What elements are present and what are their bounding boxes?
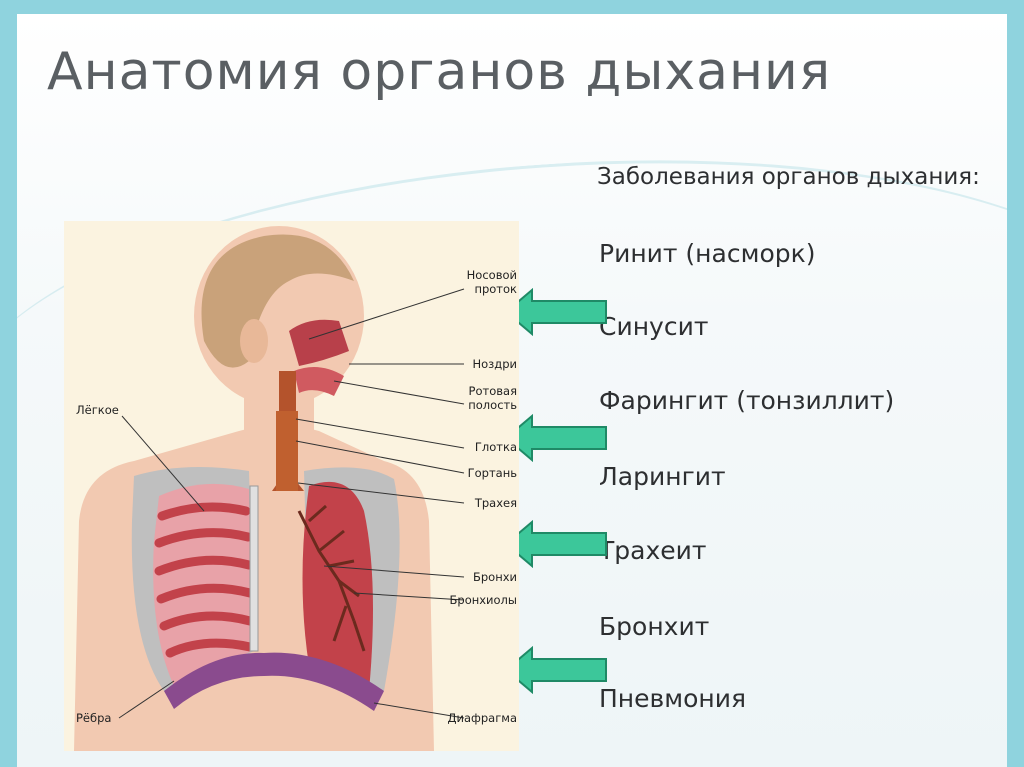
arrow-left-icon	[504, 288, 608, 336]
label-pharynx: Глотка	[462, 440, 517, 454]
arrow-left-icon	[504, 520, 608, 568]
label-lung: Лёгкое	[76, 403, 119, 417]
label-bronchi: Бронхи	[462, 570, 517, 584]
disease-rhinitis: Ринит (насморк)	[599, 239, 815, 268]
label-larynx: Гортань	[462, 466, 517, 480]
arrow-left-icon	[504, 646, 608, 694]
disease-tracheitis: Трахеит	[599, 536, 706, 565]
arrow-left-icon	[504, 414, 608, 462]
label-bronchioles: Бронхиолы	[444, 593, 517, 607]
diseases-heading: Заболевания органов дыхания:	[597, 164, 980, 190]
anatomy-figure	[64, 221, 519, 751]
disease-bronchitis: Бронхит	[599, 612, 709, 641]
disease-sinusitis: Синусит	[599, 312, 708, 341]
disease-pneumonia: Пневмония	[599, 684, 746, 713]
disease-pharyngitis: Фарингит (тонзиллит)	[599, 386, 894, 415]
disease-laryngitis: Ларингит	[599, 462, 726, 491]
label-diaphragm: Диафрагма	[444, 711, 517, 725]
label-trachea: Трахея	[462, 496, 517, 510]
slide: Анатомия органов дыхания Заболевания орг…	[17, 14, 1007, 767]
slide-title: Анатомия органов дыхания	[47, 42, 831, 102]
label-nostrils: Ноздри	[462, 357, 517, 371]
label-ribs: Рёбра	[76, 711, 111, 725]
